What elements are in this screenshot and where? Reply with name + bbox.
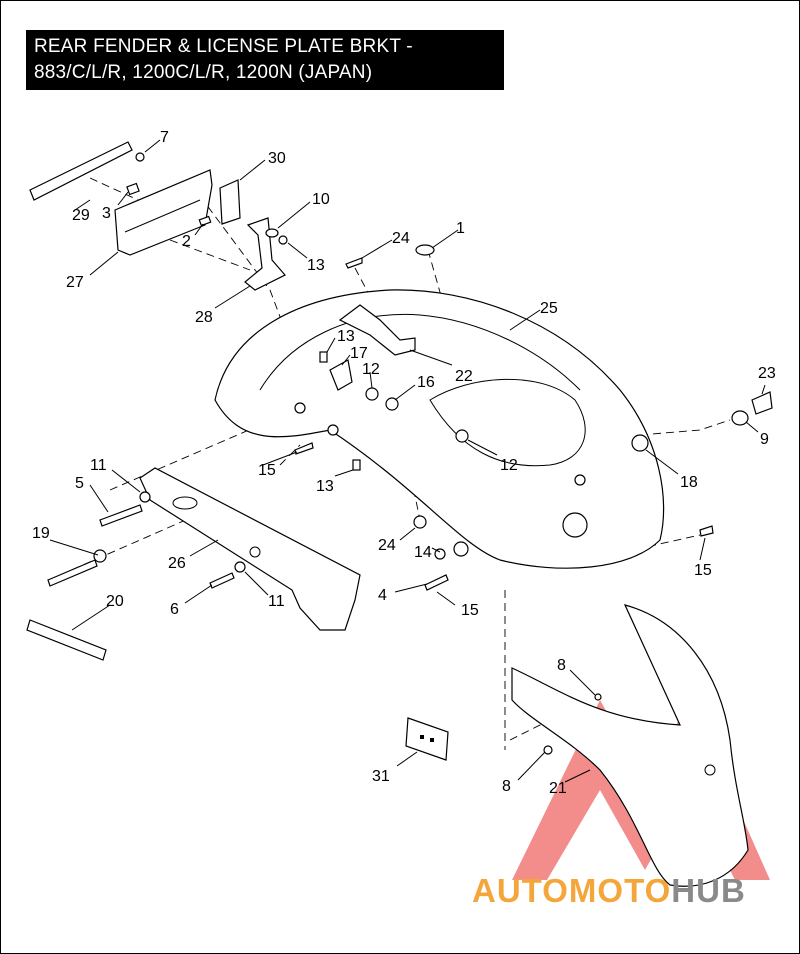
callout-9: 9 (760, 431, 769, 448)
callout-12-mid: 12 (362, 361, 380, 378)
callout-leaders (49, 139, 766, 783)
part-20-reflector (26, 619, 107, 661)
callout-1: 1 (456, 220, 465, 237)
small-hardware (126, 152, 435, 269)
callout-28: 28 (195, 309, 213, 326)
screws (47, 442, 714, 591)
callout-26: 26 (168, 555, 186, 572)
callout-24-low: 24 (378, 537, 396, 554)
callout-20: 20 (106, 593, 124, 610)
logo-text-part2: MOTO (568, 872, 672, 909)
callout-22: 22 (455, 368, 473, 385)
logo-text-part1: AUTO (472, 872, 569, 909)
callout-13-low: 13 (316, 478, 334, 495)
callout-3: 3 (102, 205, 111, 222)
callout-8-top: 8 (557, 657, 566, 674)
callout-19: 19 (32, 525, 50, 542)
parts-23-9-18 (631, 391, 773, 452)
callout-2: 2 (182, 233, 191, 250)
title-line-1: REAR FENDER & LICENSE PLATE BRKT - (34, 36, 413, 57)
callout-31: 31 (372, 768, 390, 785)
callout-11-top: 11 (90, 457, 107, 474)
callout-12-right: 12 (500, 457, 518, 474)
part-21-lower-fender (511, 604, 749, 887)
callout-30: 30 (268, 150, 286, 167)
callout-17: 17 (350, 345, 368, 362)
callout-25: 25 (540, 300, 558, 317)
callout-13-mid: 13 (337, 328, 355, 345)
part-27-bracket (114, 169, 213, 256)
part-30-bracket (219, 179, 241, 225)
callout-23: 23 (758, 365, 776, 382)
callout-4: 4 (378, 587, 387, 604)
callout-11-low: 11 (268, 593, 285, 610)
callout-16: 16 (417, 374, 435, 391)
part-25-rear-fender (214, 289, 665, 569)
part-31-label (405, 717, 449, 761)
logo-text-part3: HUB (671, 872, 746, 909)
part-29-strip (29, 141, 133, 201)
callout-labels: 7 29 3 30 10 2 13 27 24 1 28 25 13 17 12… (32, 129, 776, 797)
callout-14: 14 (414, 544, 432, 561)
title-box: REAR FENDER & LICENSE PLATE BRKT - 883/C… (26, 30, 504, 90)
callout-24-top: 24 (392, 230, 410, 247)
part-28-bracket (244, 217, 286, 291)
watermark-logo-text: AUTOMOTOHUB (472, 872, 746, 910)
callout-18: 18 (680, 474, 698, 491)
callout-7: 7 (160, 129, 169, 146)
part-26-strut (139, 467, 361, 631)
callout-15-mid: 15 (258, 462, 276, 479)
callout-15-right: 15 (694, 562, 712, 579)
callout-21: 21 (549, 780, 567, 797)
callout-29: 29 (72, 207, 90, 224)
fender-hardware (319, 351, 469, 471)
callout-5: 5 (75, 475, 84, 492)
callout-10: 10 (312, 191, 330, 208)
callout-6: 6 (170, 601, 179, 618)
callout-15-low: 15 (461, 602, 479, 619)
title-line-2: 883/C/L/R, 1200C/L/R, 1200N (JAPAN) (34, 62, 373, 83)
callout-13-top: 13 (307, 257, 325, 274)
callout-27: 27 (66, 274, 84, 291)
callout-8-low: 8 (502, 778, 511, 795)
